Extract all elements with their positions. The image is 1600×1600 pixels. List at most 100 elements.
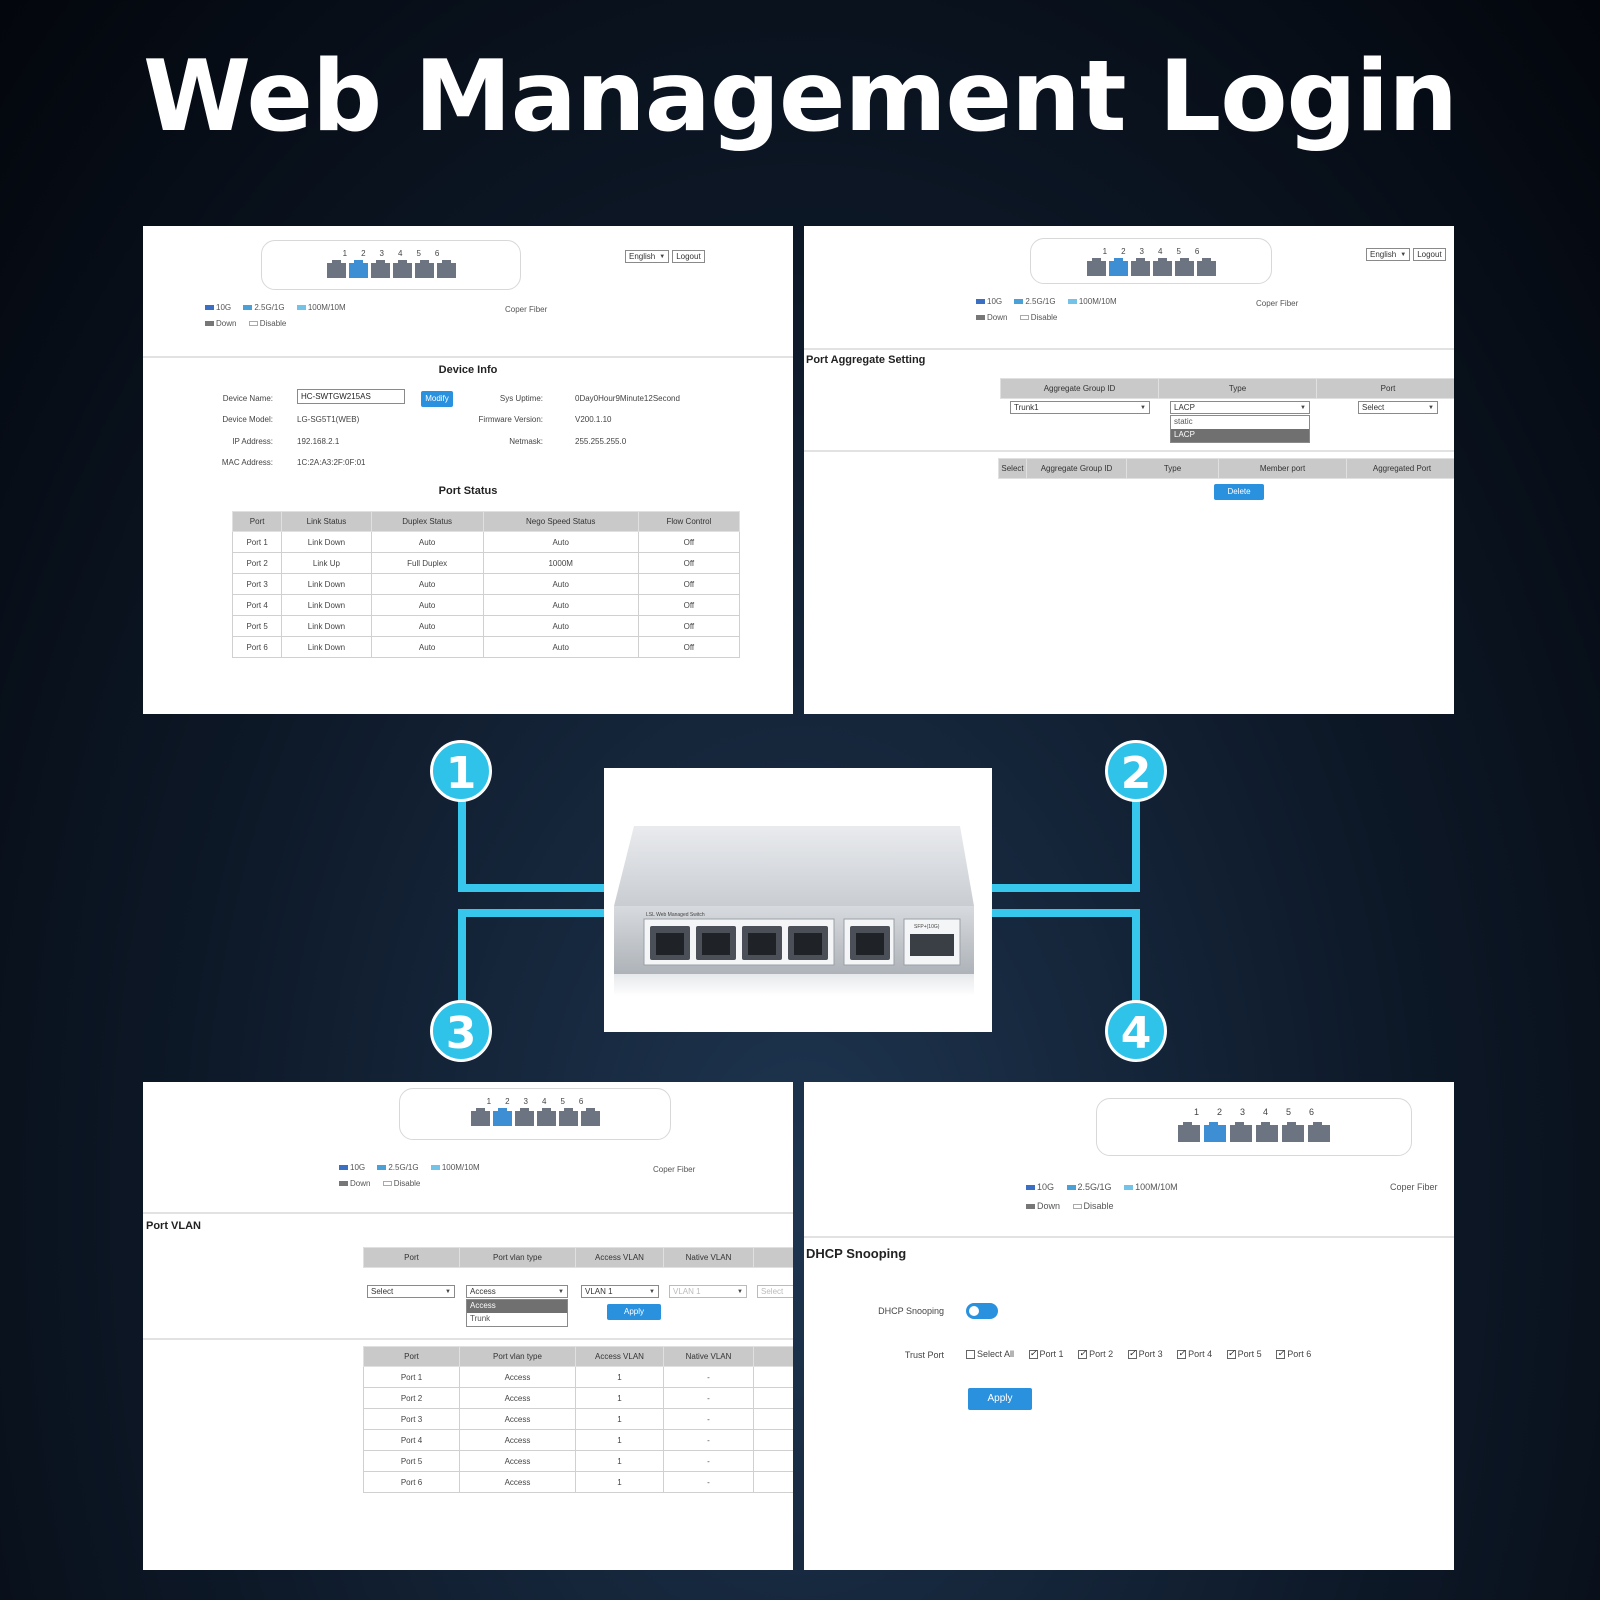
switch-brand-text: LSL Web Managed Switch [646,912,705,918]
modify-button[interactable]: Modify [421,391,453,407]
vlan-type-select[interactable]: Access▼ [466,1285,568,1298]
port-6-icon[interactable] [580,1108,600,1126]
page-title: Web Management Login [142,40,1458,154]
port-1-icon[interactable] [326,260,346,278]
step-badge-2: 2 [1105,740,1167,802]
step-badge-4: 4 [1105,1000,1167,1062]
device-info-title: Device Info [438,364,498,376]
port-1-icon[interactable] [1086,258,1106,276]
vlan-type-option-access[interactable]: Access [467,1300,567,1313]
type-option-lacp[interactable]: LACP [1171,429,1309,442]
port-4-icon[interactable] [1152,258,1172,276]
speed-legend: 10G 2.5G/1G 100M/10M Down Disable [976,294,1127,326]
aggregate-title: Port Aggregate Setting [806,354,926,366]
media-legend: Coper Fiber [653,1165,696,1174]
language-select[interactable]: English▼ [1366,248,1411,261]
trust-port-options: Select All Port 1 Port 2 Port 3 Port 4 P… [966,1348,1323,1360]
trust-port-5-checkbox[interactable]: Port 5 [1226,1348,1262,1360]
vlan-type-dropdown[interactable]: Access Trunk [466,1299,568,1327]
vlan-apply-button[interactable]: Apply [607,1304,661,1320]
port-4-icon[interactable] [1256,1122,1278,1142]
port-3-icon[interactable] [514,1108,534,1126]
port-4-icon[interactable] [536,1108,556,1126]
switch-illustration: LSL Web Managed Switch SFP+(10G) [614,826,974,996]
port-2-icon[interactable] [1204,1122,1226,1142]
aggregate-type-select[interactable]: LACP▼ [1170,401,1310,414]
port-vlan-title: Port VLAN [146,1220,201,1232]
port-6-icon[interactable] [1308,1122,1330,1142]
aggregate-port-select[interactable]: Select▼ [1358,401,1438,414]
port-1-icon[interactable] [470,1108,490,1126]
sfp-label: SFP+(10G) [914,924,940,930]
step-badge-3: 3 [430,1000,492,1062]
access-vlan-select[interactable]: VLAN 1▼ [581,1285,659,1298]
speed-legend: 10G 2.5G/1G 100M/10M Down Disable [1026,1178,1188,1216]
step-badge-1: 1 [430,740,492,802]
select-all-checkbox[interactable]: Select All [966,1349,1014,1360]
port-6-icon[interactable] [1196,258,1216,276]
trust-port-4-checkbox[interactable]: Port 4 [1177,1348,1212,1360]
port-4-icon[interactable] [392,260,412,278]
port-3-icon[interactable] [1230,1122,1252,1142]
vlan-port-select[interactable]: Select▼ [367,1285,455,1298]
port-3-icon[interactable] [370,260,390,278]
trust-port-3-checkbox[interactable]: Port 3 [1127,1348,1163,1360]
trust-port-2-checkbox[interactable]: Port 2 [1078,1348,1113,1360]
logout-button[interactable]: Logout [672,250,705,263]
port-2-icon[interactable] [348,260,368,278]
port-5-icon[interactable] [1174,258,1194,276]
extra-select[interactable]: Select [757,1285,793,1298]
port-5-icon[interactable] [558,1108,578,1126]
dhcp-apply-button[interactable]: Apply [968,1388,1032,1410]
aggregate-group-select[interactable]: Trunk1▼ [1010,401,1150,414]
media-legend: Coper Fiber [1390,1182,1438,1192]
delete-button[interactable]: Delete [1214,484,1264,500]
speed-legend: 10G 2.5G/1G 100M/10M Down Disable [339,1160,490,1192]
type-dropdown-list[interactable]: static LACP [1170,415,1310,443]
native-vlan-select[interactable]: VLAN 1▼ [669,1285,747,1298]
trust-port-1-checkbox[interactable]: Port 1 [1028,1348,1064,1360]
trust-port-6-checkbox[interactable]: Port 6 [1276,1348,1311,1360]
port-5-icon[interactable] [414,260,434,278]
vlan-type-option-trunk[interactable]: Trunk [470,1314,491,1323]
media-legend: Coper Fiber [1256,299,1299,308]
port-status-title: Port Status [438,485,498,497]
port-6-icon[interactable] [436,260,456,278]
logout-button[interactable]: Logout [1413,248,1446,261]
speed-legend: 10G 2.5G/1G 100M/10M Down Disable [205,300,356,332]
port-1-icon[interactable] [1178,1122,1200,1142]
port-3-icon[interactable] [1130,258,1150,276]
port-2-icon[interactable] [1108,258,1128,276]
port-5-icon[interactable] [1282,1122,1304,1142]
switch-device-image: LSL Web Managed Switch SFP+(10G) [604,768,992,1032]
language-select[interactable]: English▼ [625,250,670,263]
port-2-icon[interactable] [492,1108,512,1126]
dhcp-snooping-title: DHCP Snooping [806,1246,907,1261]
media-legend: Coper Fiber [505,305,548,314]
dhcp-snooping-toggle[interactable] [966,1303,998,1319]
type-option-static[interactable]: static [1174,417,1193,426]
device-name-input[interactable]: HC-SWTGW215AS [297,389,405,404]
